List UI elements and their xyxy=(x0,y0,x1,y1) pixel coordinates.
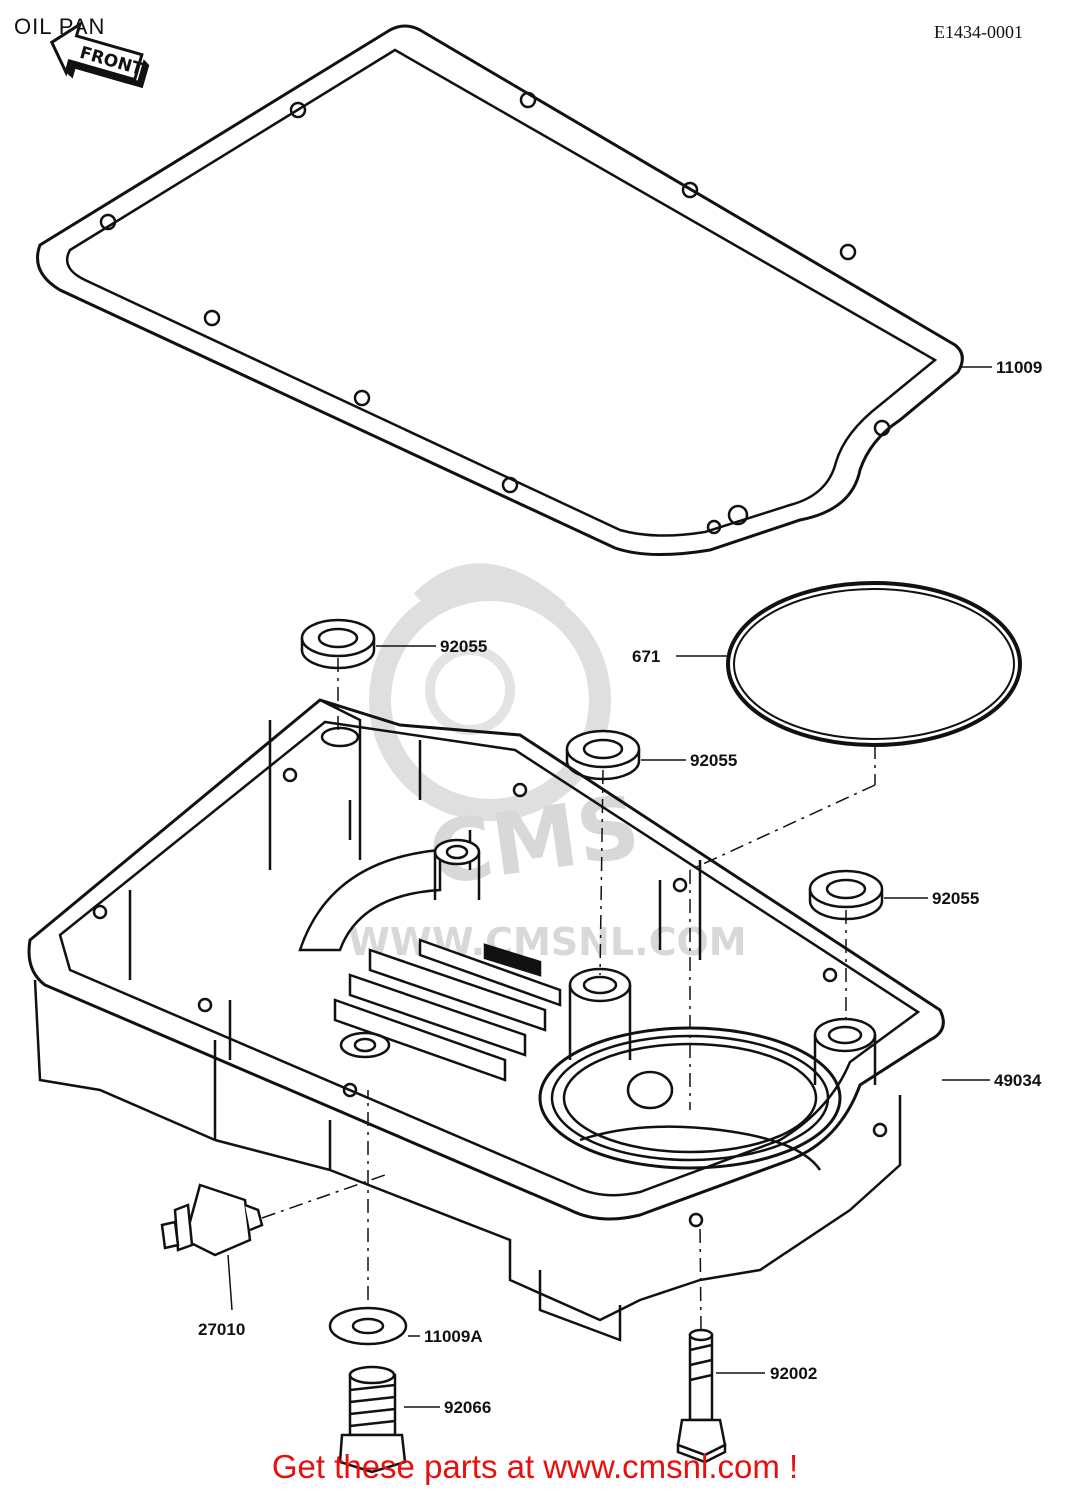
washer-92055-c xyxy=(808,869,884,921)
oil-pan-gasket xyxy=(36,24,964,556)
watermark-url: WWW.CMSNL.COM xyxy=(348,920,747,964)
o-ring xyxy=(726,581,1022,747)
drain-boss xyxy=(339,1031,391,1059)
part-label-49034: 49034 xyxy=(994,1071,1042,1090)
cta-link[interactable]: Get these parts at www.cmsnl.com ! xyxy=(271,1448,799,1485)
drain-plug xyxy=(338,1365,407,1474)
part-labels: 11009 92055 671 92055 92055 49034 27010 … xyxy=(198,358,1042,1417)
part-label-92066: 92066 xyxy=(444,1398,491,1417)
page-title: OIL PAN xyxy=(14,14,106,39)
boss-left xyxy=(433,838,481,900)
drain-washer xyxy=(328,1306,408,1346)
part-label-11009: 11009 xyxy=(996,358,1042,377)
part-label-92055-c: 92055 xyxy=(932,889,979,908)
part-label-11009A: 11009A xyxy=(424,1327,483,1346)
cmsnl-watermark: CMS WWW.CMSNL.COM xyxy=(348,563,747,964)
leader-lines xyxy=(227,366,992,1408)
oil-pan xyxy=(27,698,945,1342)
boss-center xyxy=(568,967,632,1060)
part-label-671: 671 xyxy=(632,647,660,666)
boss-right xyxy=(813,1017,877,1085)
part-label-27010: 27010 xyxy=(198,1320,245,1339)
part-label-92055-b: 92055 xyxy=(690,751,737,770)
washer-92055-a xyxy=(300,618,376,670)
part-label-92002: 92002 xyxy=(770,1364,817,1383)
part-label-92055-a: 92055 xyxy=(440,637,487,656)
oil-pressure-switch xyxy=(160,1183,264,1257)
filter-bolt xyxy=(676,1328,727,1464)
diagram-code: E1434-0001 xyxy=(934,22,1023,42)
front-direction-arrow: FRONT xyxy=(49,20,150,89)
